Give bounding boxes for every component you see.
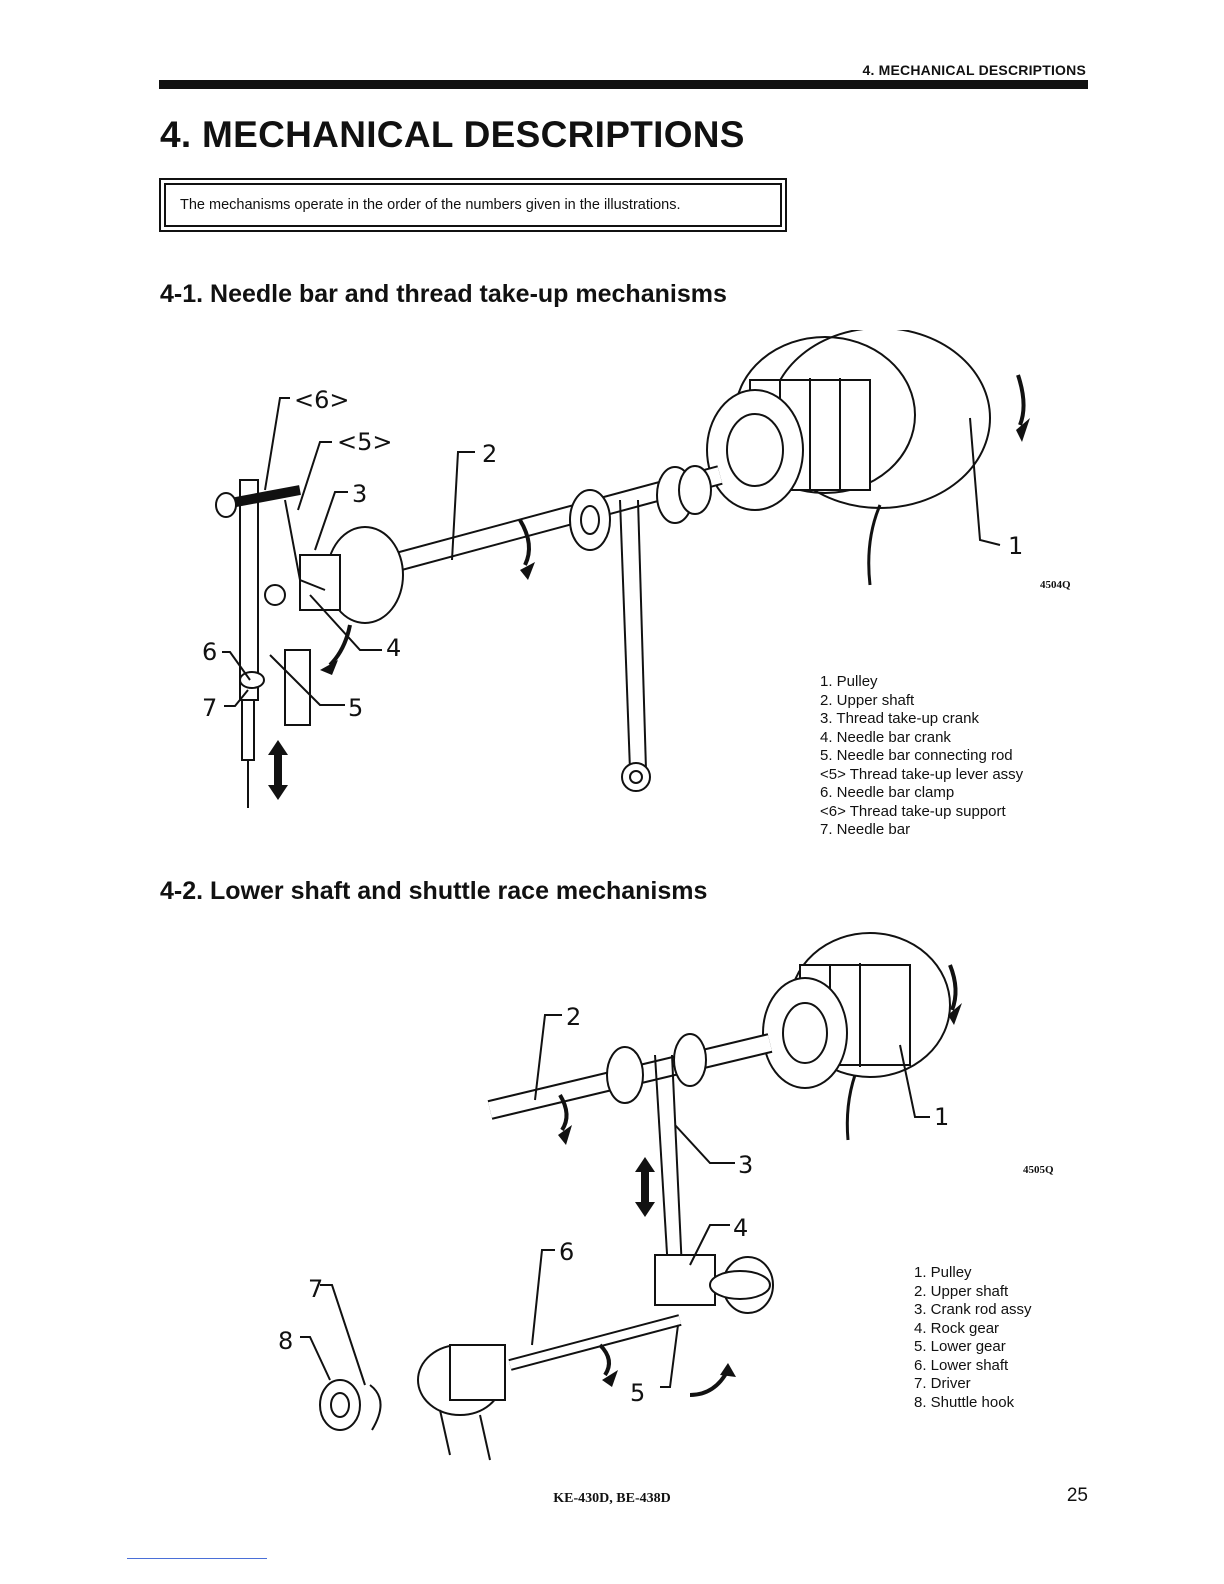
page-number: 25 [1066, 1485, 1088, 1506]
figure-1-code: 4504Q [1040, 579, 1071, 591]
legend-item: 7. Driver [914, 1375, 971, 1392]
page-title: 4. MECHANICAL DESCRIPTIONS [160, 114, 745, 155]
legend-item: 1. Pulley [914, 1264, 972, 1281]
running-header: 4. MECHANICAL DESCRIPTIONS [862, 62, 1086, 78]
callout-6: 6 [202, 638, 217, 666]
callout-7: 7 [202, 694, 217, 722]
legend-item: <6> Thread take-up support [820, 802, 1006, 820]
legend-item: 1. Pulley [820, 673, 878, 690]
callout-5: 5 [348, 694, 363, 722]
callout-4: 4 [733, 1214, 748, 1242]
callout-2: 2 [566, 1003, 581, 1031]
footer-model: KE-430D, BE-438D [553, 1491, 671, 1506]
legend-item: 4. Rock gear [914, 1319, 1000, 1337]
callout-5b: <5> [337, 428, 393, 456]
legend-item: 4. Needle bar crank [820, 728, 951, 746]
callout-6b: <6> [294, 386, 350, 414]
header-rule [159, 80, 1088, 89]
needle-bar-mechanism-illustration: <6> <5> 3 2 4 5 6 7 1 [202, 330, 1030, 808]
legend-2: 1. Pulley 2. Upper shaft 3. Crank rod as… [914, 1264, 1032, 1412]
legend-item: 5. Lower gear [914, 1338, 1006, 1355]
legend-item: 2. Upper shaft [914, 1282, 1009, 1300]
legend-item: 3. Crank rod assy [914, 1301, 1032, 1318]
legend-1: 1. Pulley 2. Upper shaft 3. Thread take-… [820, 673, 1023, 840]
legend-item: 6. Needle bar clamp [820, 784, 955, 801]
callout-3: 3 [352, 480, 367, 508]
callout-5: 5 [630, 1379, 645, 1407]
callout-2: 2 [482, 440, 497, 468]
lower-shaft-mechanism-illustration: 2 3 4 6 5 1 7 8 [278, 932, 962, 1461]
legend-item: <5> Thread take-up lever assy [820, 765, 1024, 783]
figure-2-code: 4505Q [1023, 1164, 1054, 1176]
callout-3: 3 [738, 1151, 753, 1179]
note-box: The mechanisms operate in the order of t… [159, 178, 787, 232]
section-1-title: 4-1. Needle bar and thread take-up mecha… [160, 280, 727, 308]
callout-1: 1 [1008, 532, 1023, 560]
callout-8: 8 [278, 1327, 293, 1355]
note-text: The mechanisms operate in the order of t… [164, 183, 782, 227]
callout-4: 4 [386, 634, 401, 662]
legend-item: 8. Shuttle hook [914, 1393, 1015, 1411]
legend-item: 7. Needle bar [820, 821, 911, 838]
callout-7: 7 [308, 1275, 323, 1303]
section-2-title: 4-2. Lower shaft and shuttle race mechan… [160, 877, 708, 905]
legend-item: 5. Needle bar connecting rod [820, 747, 1013, 764]
legend-item: 3. Thread take-up crank [820, 710, 979, 727]
callout-6: 6 [559, 1238, 574, 1266]
legend-item: 2. Upper shaft [820, 691, 915, 709]
legend-item: 6. Lower shaft [914, 1356, 1009, 1374]
callout-1: 1 [934, 1103, 949, 1131]
bottom-rule [127, 1558, 267, 1559]
